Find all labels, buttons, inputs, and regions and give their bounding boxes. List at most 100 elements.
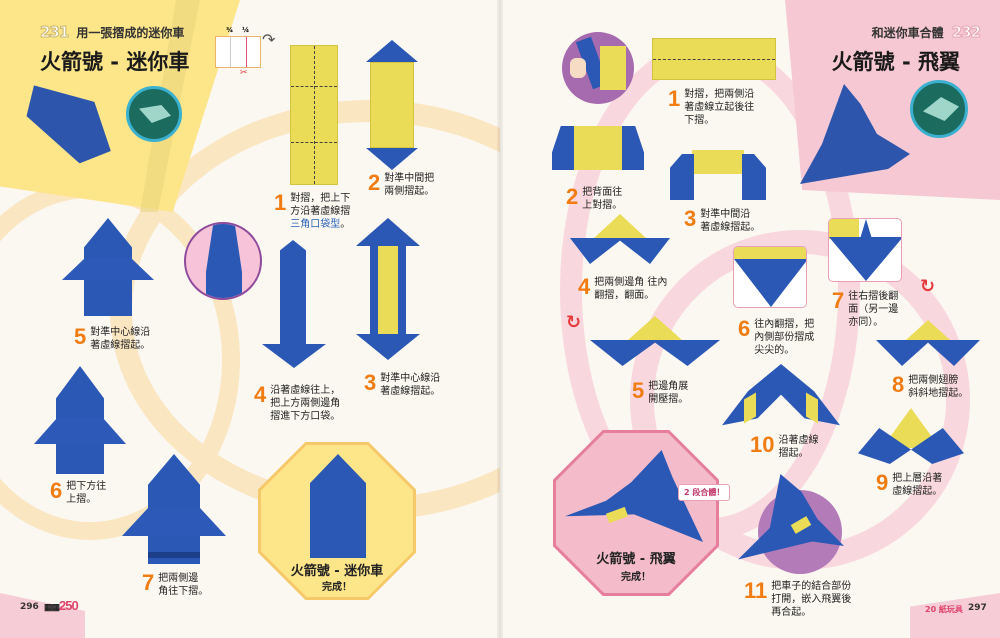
blue-wings: [122, 508, 226, 536]
step-number: 2: [368, 170, 381, 195]
yellow-peak: [594, 214, 646, 238]
step-number: 1: [274, 190, 287, 215]
step-number: 3: [684, 206, 697, 231]
yellow-panel: [692, 150, 744, 174]
step-text-suffix: 。: [340, 219, 351, 230]
blue-base: [590, 340, 720, 366]
step-instruction: 沿著虛線 摺起。: [778, 435, 819, 459]
step-8: 8 把兩側翅膀 斜斜地摺起。: [892, 374, 968, 400]
blue-flap: [366, 148, 418, 170]
step-instruction: 往右摺後翻 面（另一邊 亦同）。: [848, 291, 899, 328]
blue-wings: [876, 340, 980, 366]
step-1: 1 對摺，把兩側沿 著虛線立起後往 下摺。: [668, 88, 754, 127]
yellow-peak: [906, 320, 950, 340]
step8-diagram: [876, 320, 980, 366]
blue-base: [570, 238, 670, 264]
step-instruction: 對準中間把 兩側摺起。: [384, 173, 435, 197]
blue-point: [356, 218, 420, 246]
step-instruction: 把邊角展 開壓摺。: [648, 381, 689, 405]
fold-line: [314, 46, 315, 184]
step-instruction: 把上層沿著 虛線摺起。: [892, 473, 943, 497]
page-number: 296: [20, 602, 39, 612]
step-1: 1 對摺，把上下 方沿著虛線摺三角口袋型。: [274, 192, 350, 231]
lesson-subtitle: 用一張摺成的迷你車: [76, 25, 185, 40]
right-page: 和迷你車合體 232 火箭號 - 飛翼 1 對摺，把兩側沿 著虛線立起後往 下摺…: [500, 0, 1000, 638]
page-title: 火箭號 - 飛翼: [831, 50, 960, 74]
blue-point: [857, 219, 875, 249]
step-number: 4: [254, 382, 267, 407]
step-4: 4 沿著虛線往上， 把上方兩側邊角 摺進下方口袋。: [254, 384, 340, 423]
step6-diagram: [34, 366, 126, 476]
step-number: 6: [50, 478, 63, 503]
speech-bubble: 2 段合體！: [678, 484, 731, 501]
blue-triangle: [734, 259, 806, 307]
fold-line: [291, 142, 337, 143]
step-5: 5 對準中心線沿 著虛線摺起。: [74, 326, 150, 352]
step-instruction: 把下方往 上摺。: [66, 481, 107, 505]
lesson-number: 232: [951, 23, 981, 42]
step-instruction: 對準中心線沿 著虛線摺起。: [90, 327, 151, 351]
step-6: 6 把下方往 上摺。: [50, 480, 106, 506]
step-instruction: 對準中間沿 著虛線摺起。: [700, 209, 761, 233]
step-number: 5: [632, 378, 645, 403]
car-illustration-badge: [126, 86, 182, 142]
car-illustration-icon: [139, 105, 171, 123]
step-text: 對摺，把上下 方沿著虛線摺: [290, 193, 351, 217]
step2-diagram: [366, 40, 418, 170]
blue-point: [262, 344, 326, 368]
brand-logo: ▦▦250: [44, 598, 79, 613]
lesson-header: 和迷你車合體 232: [871, 23, 982, 42]
chapter-label: 20 紙玩具: [925, 605, 963, 614]
highlight-term: 三角口袋型: [290, 219, 341, 230]
paper-cut-diagram: [215, 36, 261, 68]
yellow-strip: [734, 247, 806, 259]
step-instruction: 把兩側邊角 往內 翻摺，翻面。: [594, 277, 668, 301]
step-number: 10: [750, 432, 775, 457]
step-number: 7: [832, 288, 845, 313]
step-number: 9: [876, 470, 889, 495]
step-instruction: 對摺，把上下 方沿著虛線摺三角口袋型。: [290, 192, 350, 231]
step-number: 3: [364, 370, 377, 395]
blue-point: [356, 334, 420, 360]
fold-line: [230, 37, 231, 67]
step-instruction: 把兩側邊 角往下摺。: [158, 573, 209, 597]
step-number: 8: [892, 372, 905, 397]
step-3: 3 對準中心線沿 著虛線摺起。: [364, 372, 440, 398]
jet-illustration-badge: [910, 80, 968, 138]
blue-wings: [62, 258, 154, 280]
step-3: 3 對準中間沿 著虛線摺起。: [684, 208, 760, 234]
step-instruction: 把背面往 上對摺。: [582, 187, 623, 211]
blue-side: [622, 126, 644, 170]
scissors-icon: ✂: [240, 68, 248, 78]
step-number: 5: [74, 324, 87, 349]
step10-diagram: [722, 364, 840, 432]
step-4: 4 把兩側邊角 往內 翻摺，翻面。: [578, 276, 667, 302]
step5-diagram: [590, 316, 720, 366]
blue-wings: [34, 418, 126, 444]
blue-column: [280, 240, 306, 344]
finished-label: 完成！: [621, 572, 651, 583]
blue-wings: [722, 364, 840, 426]
step9-diagram: [858, 408, 964, 464]
curved-arrow-icon: ↷: [262, 30, 276, 49]
left-page: 231 用一張摺成的迷你車 火箭號 - 迷你車 ¾ ¼ ✂ ↷ 1 對摺，把上下…: [0, 0, 500, 638]
jet-illustration-icon: [923, 97, 959, 121]
step5-diagram: [62, 218, 154, 318]
step-instruction: 對準中心線沿 著虛線摺起。: [380, 373, 441, 397]
step-instruction: 把兩側翅膀 斜斜地摺起。: [908, 375, 969, 399]
step-6: 6 往內翻摺，把 內側部份摺成 尖尖的。: [738, 318, 814, 357]
yellow-peak: [628, 316, 682, 340]
lesson-number: 231: [39, 23, 69, 42]
fraction-label: ¼: [242, 26, 250, 34]
lesson-header: 231 用一張摺成的迷你車: [39, 23, 185, 42]
yellow-panel: [574, 126, 622, 170]
step1-diagram: [652, 38, 776, 80]
hand-icon: [570, 58, 586, 78]
step-5: 5 把邊角展 開壓摺。: [632, 380, 688, 406]
finished-label: 完成！: [322, 582, 352, 593]
lesson-subtitle: 和迷你車合體: [871, 25, 944, 40]
fold-line: [653, 59, 775, 60]
fold-line: [291, 86, 337, 87]
finished-title: 火箭號 - 飛翼: [596, 552, 676, 567]
step-number: 1: [668, 86, 681, 111]
